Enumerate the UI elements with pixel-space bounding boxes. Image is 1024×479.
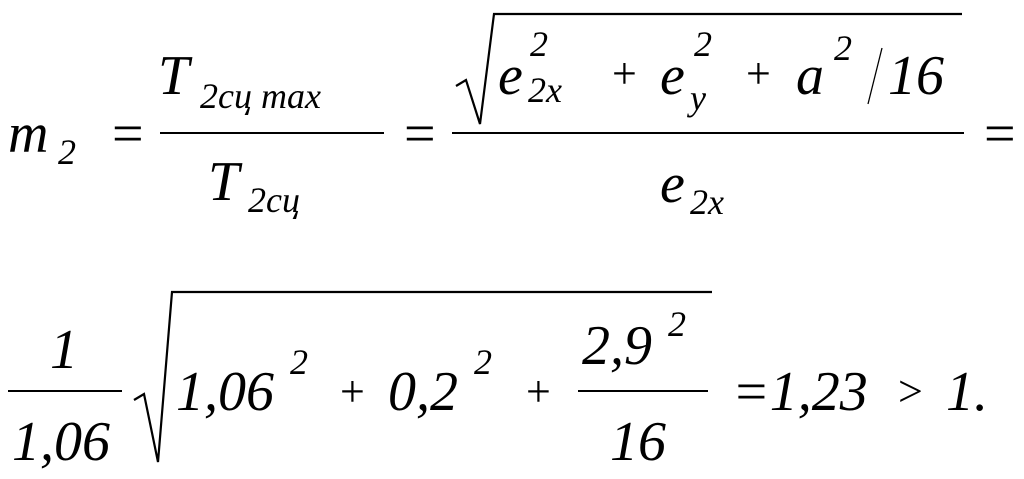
fraction4-numerator: 2,9 [582, 315, 652, 377]
result-value: =1,23 [732, 361, 868, 423]
equals-sign-1: = [112, 103, 144, 165]
radicand-value2-superscript: 2 [474, 342, 492, 382]
fraction3-denominator: 1,06 [12, 411, 110, 473]
fraction3-bar [8, 390, 122, 392]
symbol-m: m [8, 103, 49, 165]
fraction1-numerator-subscript: 2сц max [200, 76, 321, 116]
fraction1-bar [160, 132, 384, 134]
radicand-a: a [796, 45, 824, 107]
plus-sign-4: + [526, 367, 551, 416]
equals-sign-3: = [984, 103, 1016, 165]
radicand-a-superscript: 2 [834, 28, 852, 68]
fraction2-denominator-subscript: 2x [690, 182, 724, 222]
radicand-e1-superscript: 2 [530, 24, 548, 64]
radicand-sixteen: 16 [888, 45, 944, 107]
plus-sign-2: + [746, 49, 771, 98]
radicand-e2-superscript: 2 [694, 24, 712, 64]
radicand-e1-subscript: 2x [528, 70, 562, 110]
fraction1-denominator-subscript: 2сц [248, 180, 300, 220]
comparison-value: 1. [946, 361, 988, 423]
plus-sign-3: + [340, 367, 365, 416]
radicand-e1: e [498, 45, 523, 107]
greater-than-sign: > [898, 367, 923, 416]
subscript-m: 2 [58, 132, 76, 172]
fraction2-bar [452, 132, 964, 134]
radicand-e2: e [660, 45, 685, 107]
fraction2-denominator-e: e [660, 153, 685, 215]
fraction4-denominator: 16 [610, 411, 666, 473]
fraction4-numerator-superscript: 2 [668, 304, 686, 344]
equals-sign-2: = [404, 103, 436, 165]
radicand-e2-subscript: y [690, 78, 706, 118]
fraction3-numerator: 1 [50, 319, 78, 381]
plus-sign-1: + [612, 49, 637, 98]
fraction1-numerator-T: T [158, 45, 190, 107]
fraction1-denominator-T: T [208, 151, 240, 213]
fraction4-bar [578, 390, 708, 392]
radicand-value2: 0,2 [388, 361, 458, 423]
radicand-value1-superscript: 2 [290, 342, 308, 382]
radicand-value1: 1,06 [176, 361, 274, 423]
